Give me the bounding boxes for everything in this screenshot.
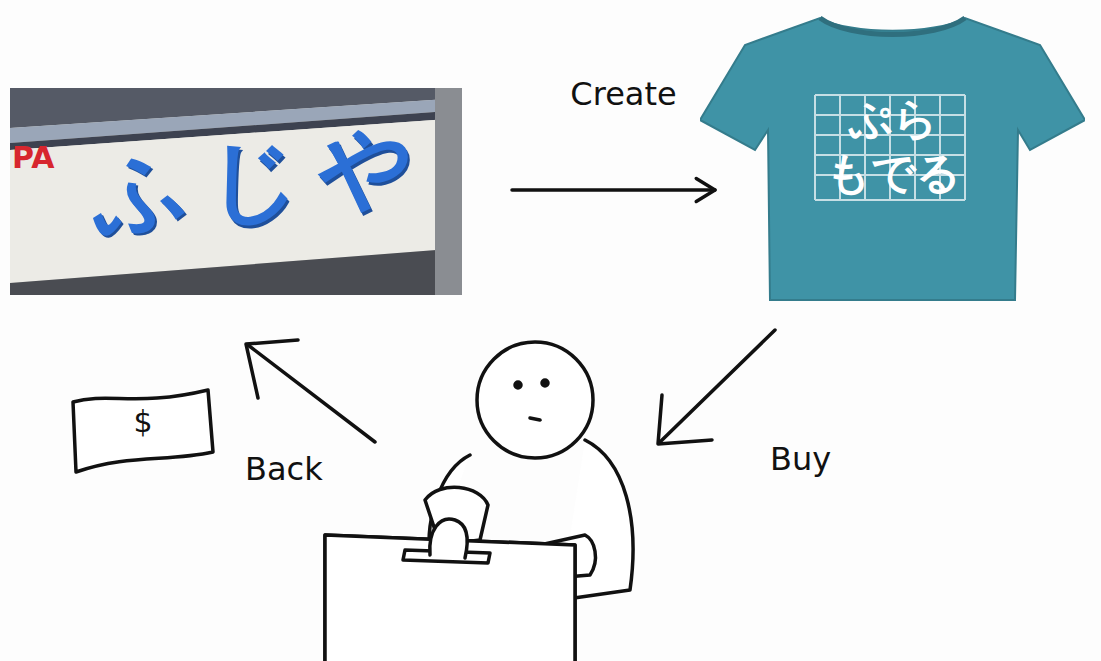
annotation-label: Back — [245, 450, 323, 488]
annotation-label: Buy — [770, 440, 831, 478]
buy-arrow — [660, 330, 775, 442]
annotation-label: PA — [12, 140, 54, 175]
money-bill: $ — [68, 382, 218, 477]
t-shirt: ぷら もでる — [700, 10, 1085, 305]
shirt-print: ぷら もでる — [818, 92, 968, 200]
edge-label: Create — [570, 75, 676, 113]
back-arrowhead — [246, 340, 298, 398]
dollar-sign: $ — [68, 404, 218, 439]
buy-arrowhead — [658, 395, 712, 444]
connector-arrow — [512, 179, 715, 202]
shop-sign-photo: ふじや — [10, 88, 462, 295]
back-arrow — [248, 345, 375, 442]
